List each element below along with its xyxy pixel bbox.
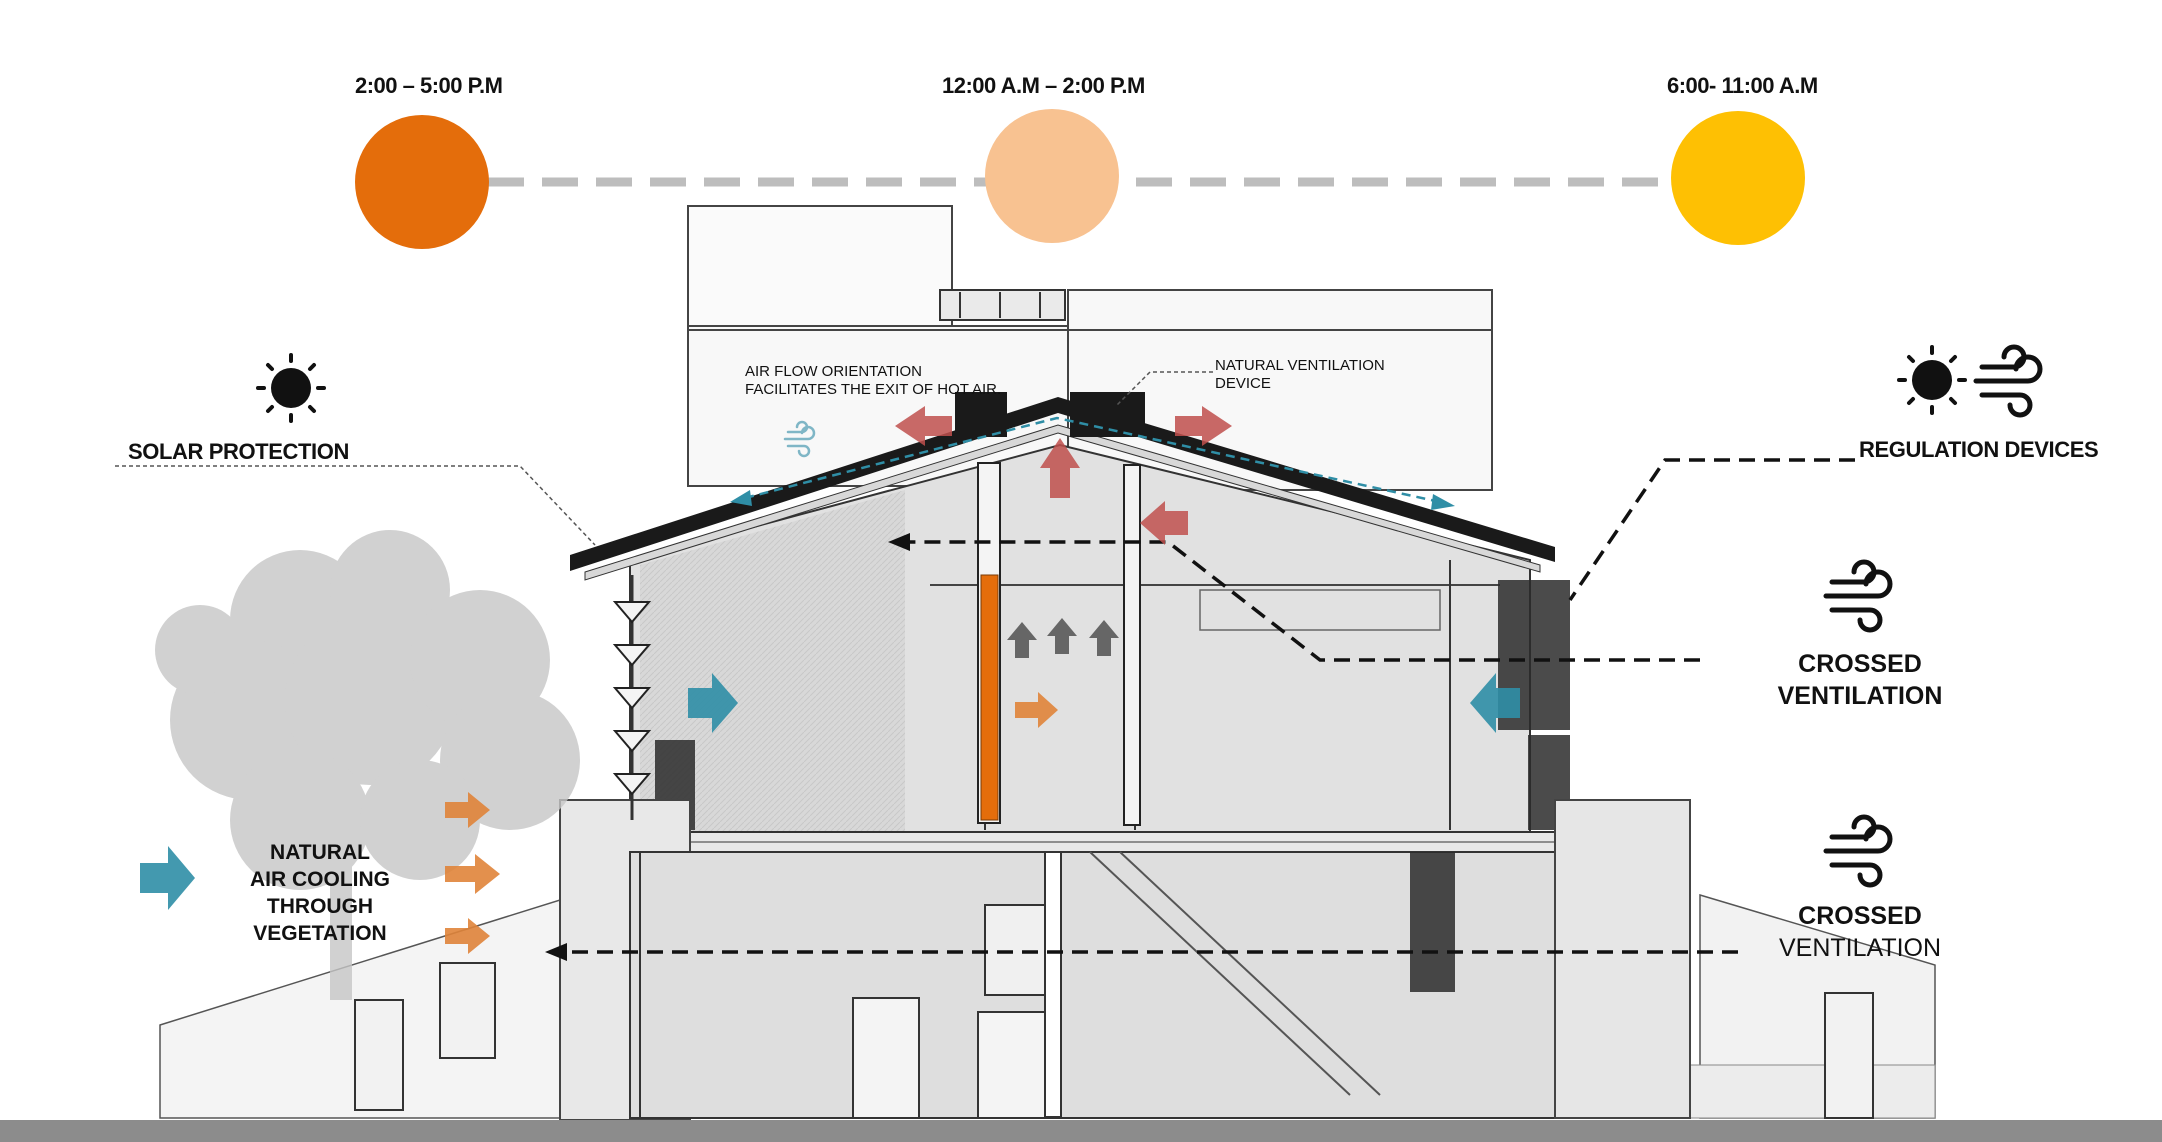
ventilation-device-line-2: DEVICE xyxy=(1215,375,1435,393)
crossed-lower-line-1: CROSSED xyxy=(1740,900,1980,932)
time-label-afternoon: 2:00 – 5:00 P.M xyxy=(355,73,502,99)
airflow-line-2: FACILITATES THE EXIT OF HOT AIR. xyxy=(745,381,1065,399)
crossed-ventilation-lower-label: CROSSED VENTILATION xyxy=(1740,900,1980,964)
solar-protection-label: SOLAR PROTECTION xyxy=(128,439,349,465)
airflow-line-1: AIR FLOW ORIENTATION xyxy=(745,363,1065,381)
crossed-upper-line-2: VENTILATION xyxy=(1740,680,1980,712)
wind-icon xyxy=(1826,562,1890,630)
wind-icon xyxy=(1826,817,1890,885)
sun-afternoon-icon xyxy=(355,115,489,249)
cooling-line-4: VEGETATION xyxy=(220,920,420,947)
crossed-upper-line-1: CROSSED xyxy=(1740,648,1980,680)
cooling-line-3: THROUGH xyxy=(220,893,420,920)
floor-slab xyxy=(625,832,1555,852)
sun-midday-icon xyxy=(985,109,1119,243)
crossed-lower-line-2: VENTILATION xyxy=(1740,932,1980,964)
ventilation-device-line-1: NATURAL VENTILATION xyxy=(1215,357,1435,375)
ventilation-device-label: NATURAL VENTILATION DEVICE xyxy=(1215,357,1435,393)
time-label-morning: 6:00- 11:00 A.M xyxy=(1667,73,1818,99)
cooling-line-2: AIR COOLING xyxy=(220,866,420,893)
sun-morning-icon xyxy=(1671,111,1805,245)
sun-icon xyxy=(1899,347,1965,413)
bottom-bar xyxy=(0,1120,2162,1142)
regulation-devices-label: REGULATION DEVICES xyxy=(1859,437,2098,463)
orange-column xyxy=(981,575,998,820)
crossed-ventilation-upper-label: CROSSED VENTILATION xyxy=(1740,648,1980,712)
wind-icon xyxy=(1976,347,2040,415)
natural-air-cooling-label: NATURAL AIR COOLING THROUGH VEGETATION xyxy=(220,839,420,947)
airflow-orientation-label: AIR FLOW ORIENTATION FACILITATES THE EXI… xyxy=(745,363,1065,399)
sun-icon xyxy=(258,355,324,421)
cooling-line-1: NATURAL xyxy=(220,839,420,866)
time-label-midday: 12:00 A.M – 2:00 P.M xyxy=(942,73,1145,99)
